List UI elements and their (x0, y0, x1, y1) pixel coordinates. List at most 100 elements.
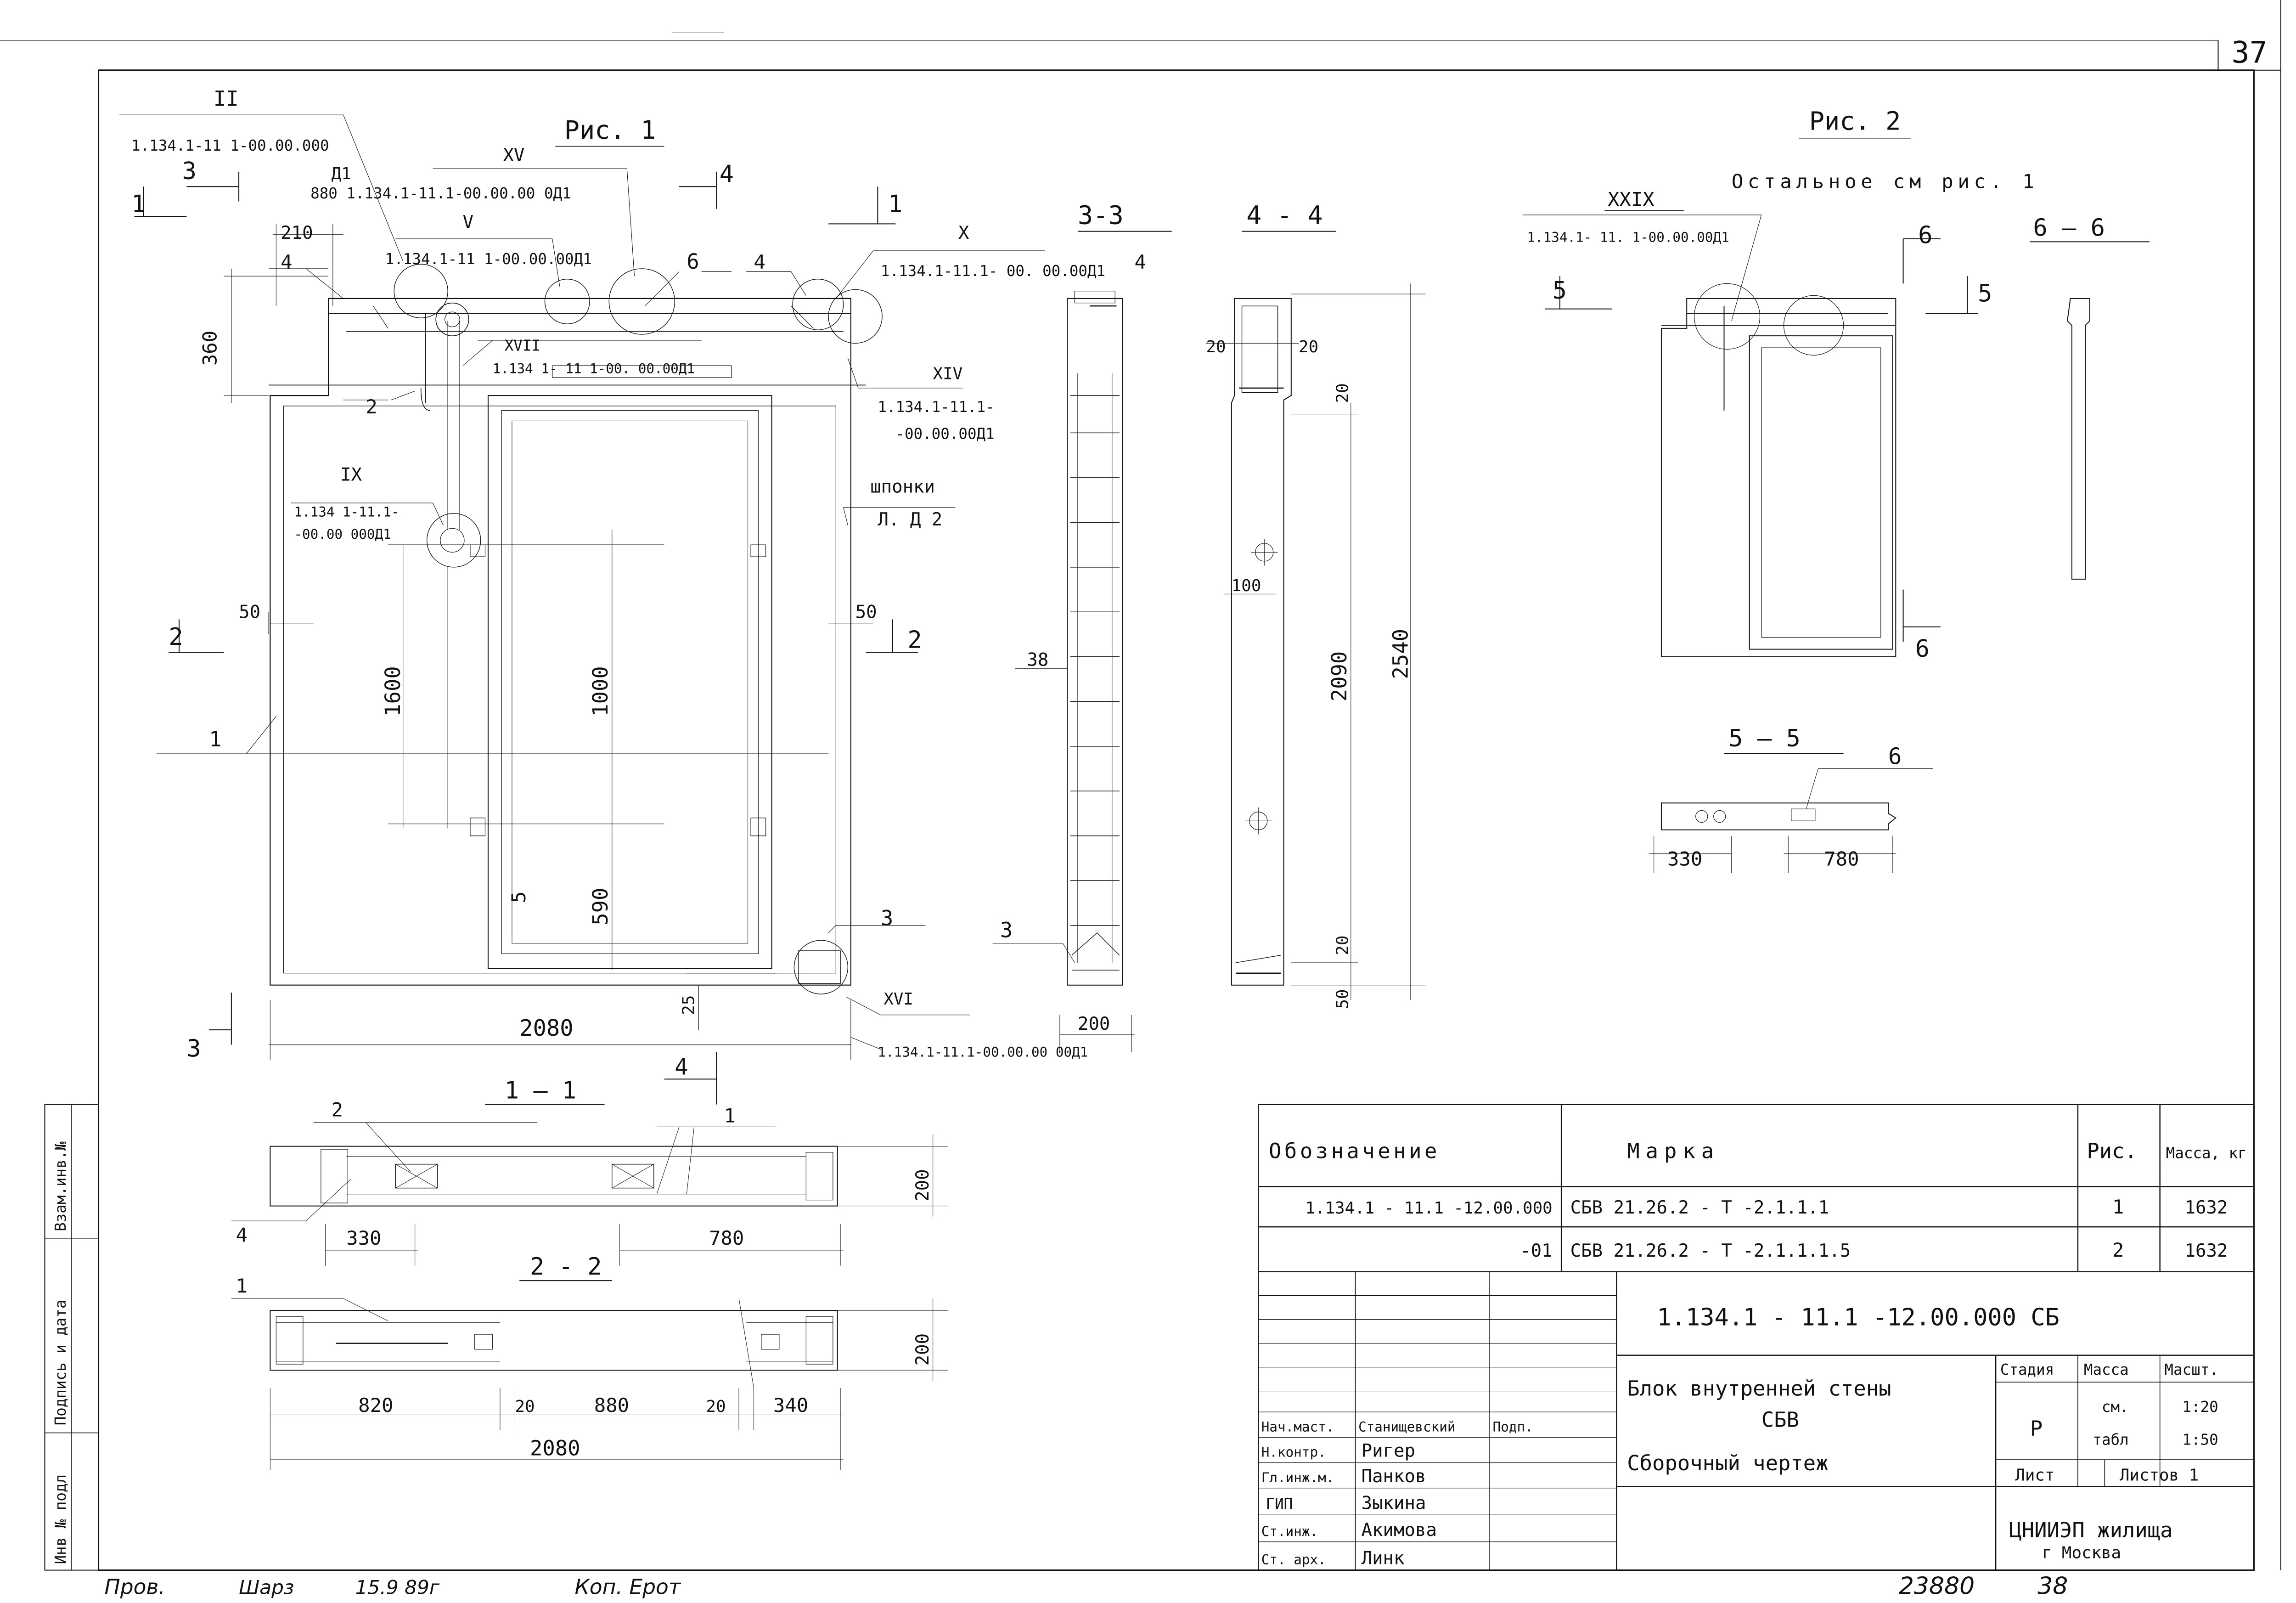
dim-50-left: 50 (239, 602, 260, 622)
figure-2-mark-6-top: 6 (1918, 222, 1932, 249)
footer-archive-number: 23880 (1899, 1573, 1975, 1600)
stage-value: Р (2030, 1417, 2043, 1441)
section-5-5 (1649, 754, 1933, 873)
section-mark-1-left: 1 (131, 190, 146, 218)
spec-header-fig: Рис. (2087, 1139, 2137, 1163)
dim-25: 25 (680, 995, 698, 1015)
section-mark-1-right: 1 (888, 190, 902, 218)
footer-page-number: 38 (2037, 1573, 2068, 1600)
staff-role-4: ГИП (1266, 1495, 1293, 1513)
callout-V-ref: 1.134.1-11 1-00.00.00Д1 (385, 250, 592, 268)
section-5-5-title: 5 — 5 (1728, 725, 1801, 752)
position-3: 3 (881, 906, 893, 931)
staff-name-2: Ригер (1362, 1441, 1415, 1462)
callout-IX-ref1: 1.134 1-11.1- (294, 504, 399, 519)
staff-role-2: Н.контр. (1261, 1445, 1326, 1460)
position-2: 2 (366, 395, 377, 418)
spec-row-1-mark: СБВ 21.26.2 - Т -2.1.1.1 (1570, 1197, 1829, 1218)
callout-X-ref: 1.134.1-11.1- 00. 00.00Д1 (881, 262, 1105, 280)
section-2-2-dim-880: 880 (594, 1394, 629, 1417)
dim-590: 590 (588, 888, 613, 926)
position-6: 6 (687, 249, 699, 274)
spec-header-mark: Марка (1627, 1139, 1720, 1163)
section-2-2-title: 2 - 2 (530, 1253, 602, 1281)
section-1-1-dim-200: 200 (912, 1169, 933, 1201)
callout-XVI-ref: 1.134.1-11.1-00.00.00 00Д1 (878, 1044, 1088, 1060)
spec-row-1-designation: 1.134.1 - 11.1 -12.00.000 (1305, 1199, 1552, 1218)
callout-IX-ref2: -00.00 000Д1 (294, 526, 391, 542)
callout-XIV: XIV (933, 364, 963, 383)
section-mark-2-left: 2 (169, 623, 183, 651)
section-2-2-dim-2080: 2080 (530, 1436, 580, 1460)
section-4-4-dim-100: 100 (1232, 576, 1261, 595)
callout-XV-ref: 880 1.134.1-11.1-00.00.00 0Д1 (310, 185, 571, 202)
section-1-1-pos-1: 1 (724, 1105, 736, 1127)
position-1: 1 (209, 727, 221, 751)
section-1-1-mark-4: 4 (675, 1055, 688, 1080)
section-3-3-pos-3: 3 (1000, 918, 1013, 943)
footer-date: 15.9 89г (355, 1576, 440, 1599)
shponki-label: шпонки (870, 476, 935, 497)
organization-name: ЦНИИЭП жилища (2009, 1518, 2172, 1542)
staff-role-5: Ст.инж. (1261, 1524, 1318, 1539)
section-1-1 (231, 1052, 948, 1266)
doc-name-line1: Блок внутренней стены (1627, 1376, 1891, 1400)
callout-XV: XV (503, 145, 524, 166)
section-2-2-pos-1: 1 (236, 1275, 248, 1297)
section-6-6 (2030, 242, 2150, 579)
sheet-number: 37 (2232, 35, 2268, 70)
figure-2-mark-5-right: 5 (1978, 280, 1992, 307)
section-2-2-dim-820: 820 (358, 1394, 393, 1417)
section-6-6-title: 6 — 6 (2033, 214, 2105, 242)
section-4-4-dim-2540: 2540 (1388, 629, 1412, 679)
section-2-2 (231, 1281, 948, 1470)
dim-50-right: 50 (855, 602, 877, 622)
side-stamp-signature: Подпись и дата (52, 1299, 69, 1425)
section-mark-4-top: 4 (720, 160, 734, 188)
spec-table (1258, 1105, 2254, 1570)
doc-code: 1.134.1 - 11.1 -12.00.000 СБ (1657, 1304, 2060, 1332)
staff-name-3: Панков (1362, 1466, 1426, 1487)
section-5-5-dim-330: 330 (1667, 848, 1702, 870)
section-3-3-title: 3-3 (1078, 201, 1124, 230)
section-1-1-pos-2: 2 (332, 1099, 343, 1121)
figure-2-mark-5-left: 5 (1553, 277, 1567, 305)
scale-value-1: 1:20 (2182, 1398, 2218, 1416)
section-5-5-dim-780: 780 (1824, 848, 1859, 870)
staff-name-5: Акимова (1362, 1520, 1437, 1541)
spec-header-mass: Масса, кг (2166, 1145, 2247, 1162)
staff-role-3: Гл.инж.м. (1261, 1470, 1334, 1485)
spec-row-2-fig: 2 (2112, 1239, 2124, 1261)
figure-2-mark-6-bottom: 6 (1915, 635, 1930, 663)
spec-row-2-mass: 1632 (2184, 1241, 2228, 1261)
position-4-right: 4 (754, 251, 765, 273)
stage-header: Стадия (2000, 1361, 2054, 1378)
side-stamp-replacement: Взам.инв.№ (52, 1141, 69, 1231)
callout-XVI: XVI (884, 990, 913, 1009)
spec-row-2-mark: СБВ 21.26.2 - Т -2.1.1.1.5 (1570, 1241, 1851, 1261)
position-4-left: 4 (281, 251, 292, 273)
callout-IX: IX (340, 464, 362, 485)
footer-signer: Шарз (239, 1576, 294, 1599)
doc-name-line3: Сборочный чертеж (1627, 1451, 1828, 1475)
staff-role-1: Нач.маст. (1261, 1419, 1334, 1434)
section-2-2-dim-20a: 20 (515, 1397, 535, 1416)
section-4-4-dim-20c: 20 (1333, 383, 1352, 403)
section-1-1-dim-330: 330 (346, 1227, 381, 1249)
section-1-1-dim-780: 780 (709, 1227, 744, 1249)
callout-XXIX-ref: 1.134.1- 11. 1-00.00.00Д1 (1527, 229, 1729, 245)
mass-value-2: табл (2093, 1431, 2128, 1449)
dim-1600: 1600 (381, 666, 405, 717)
spec-row-2-designation: -01 (1520, 1241, 1552, 1261)
section-4-4-dim-2090: 2090 (1327, 651, 1351, 702)
dim-200: 200 (1078, 1014, 1110, 1034)
scale-header: Масшт. (2164, 1361, 2218, 1378)
section-mark-3-top: 3 (182, 158, 197, 185)
callout-X: X (958, 223, 969, 243)
figure-2-title: Рис. 2 (1809, 107, 1901, 136)
section-2-2-dim-20b: 20 (706, 1397, 726, 1416)
spec-row-1-mass: 1632 (2184, 1197, 2228, 1218)
section-4-4-title: 4 - 4 (1246, 201, 1322, 230)
footer-checked: Пров. (105, 1575, 165, 1599)
